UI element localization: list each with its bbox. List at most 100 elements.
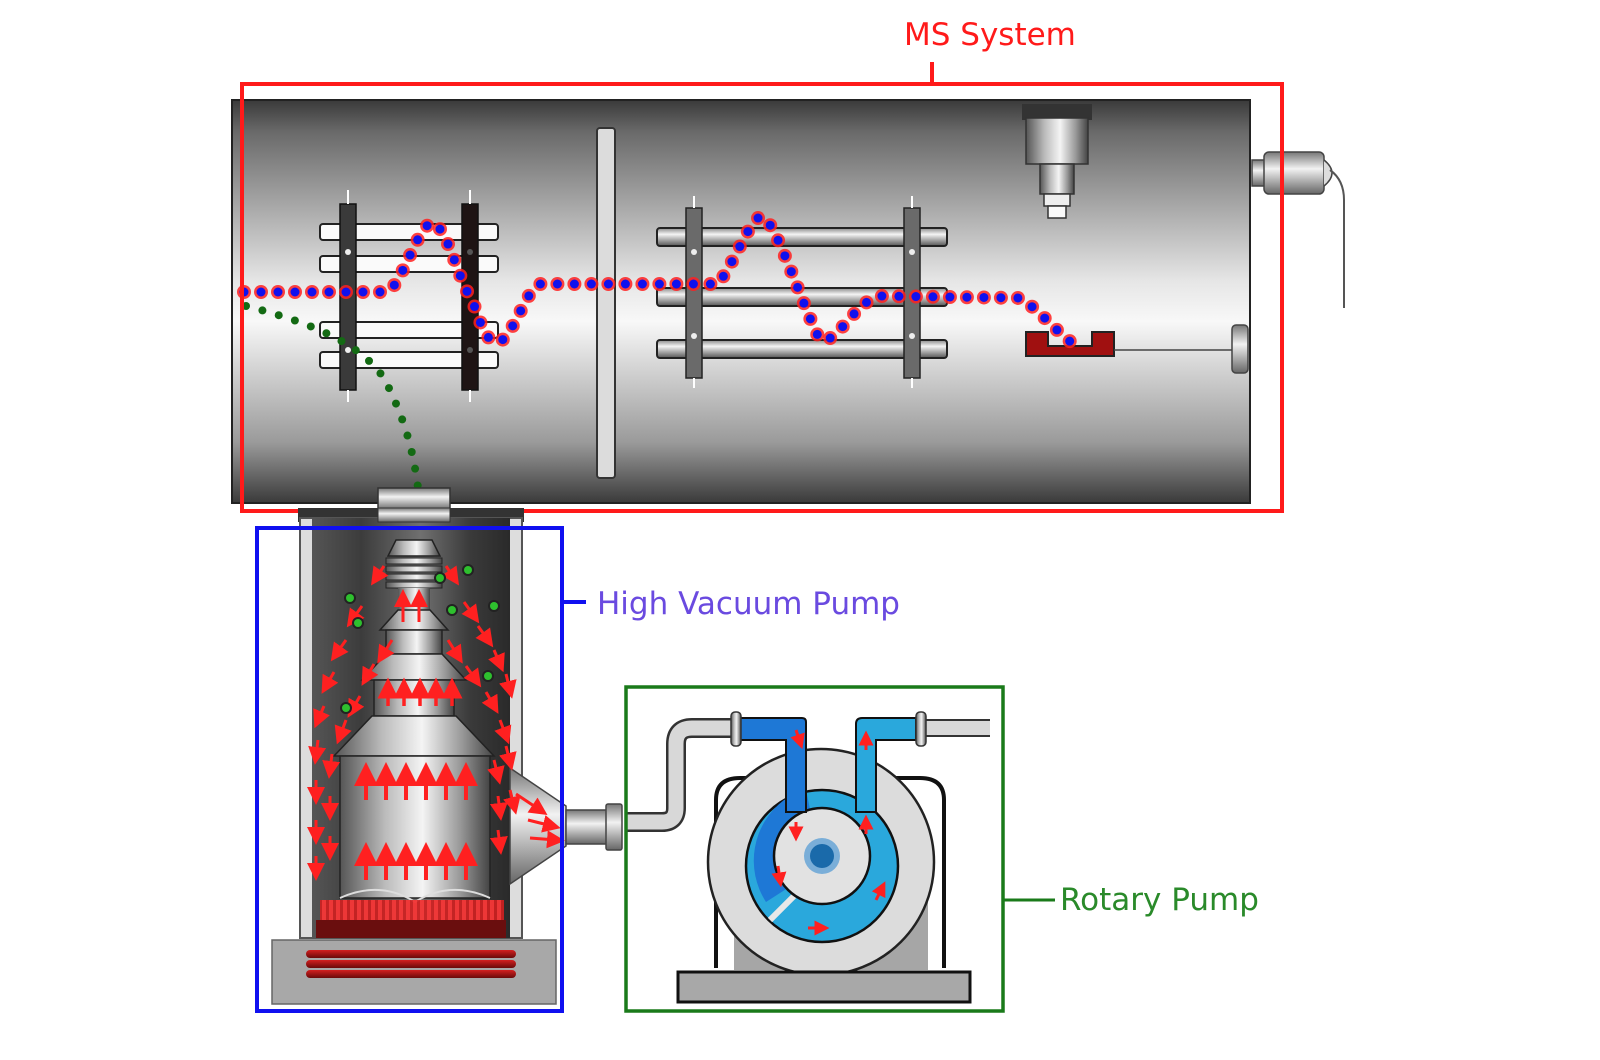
ion-dot <box>780 251 790 261</box>
ion-dot <box>535 279 545 289</box>
ion-dot <box>654 279 664 289</box>
neutral-dot <box>258 306 267 315</box>
ion-dot <box>727 257 737 267</box>
ion-dot <box>1040 313 1050 323</box>
ion-dot <box>498 335 508 345</box>
ion-dot <box>718 271 728 281</box>
flow-arrow <box>488 649 505 673</box>
flow-arrow <box>489 829 508 855</box>
neutral-dot <box>403 431 412 440</box>
flow-arrow <box>463 665 482 688</box>
ion-dot <box>911 292 921 302</box>
neutral-dot <box>407 448 416 457</box>
ion-dot <box>945 292 955 302</box>
oil-diffusion-pump <box>271 507 623 1005</box>
heater-fin <box>462 900 466 920</box>
heater-fin <box>385 900 389 920</box>
ion-dot <box>620 279 630 289</box>
flow-arrow <box>321 671 339 694</box>
foreline-outlet <box>509 766 623 886</box>
flow-arrow <box>487 759 505 785</box>
flow-arrow <box>445 639 463 664</box>
rotary-pump-callout: Rotary Pump <box>624 685 1259 1013</box>
neutral-dot <box>384 384 393 393</box>
ion-dot <box>877 291 887 301</box>
heater-fin <box>420 900 424 920</box>
ion-dot <box>786 267 796 277</box>
gas-molecule <box>484 672 492 680</box>
ion-beam-trajectory <box>237 211 1077 349</box>
ms-vacuum-chamber <box>231 99 1345 511</box>
ion-dot <box>799 298 809 308</box>
top-detector-housing <box>1022 104 1092 219</box>
ion-dot <box>508 321 518 331</box>
ion-dot <box>358 287 368 297</box>
heater-fin <box>399 900 403 920</box>
ion-dot <box>773 235 783 245</box>
right-bottom-feedthrough <box>1231 324 1249 374</box>
flow-arrow <box>334 719 352 745</box>
ion-dot <box>765 220 775 230</box>
ion-dot <box>753 213 763 223</box>
ion-dot <box>443 239 453 249</box>
heater-fin <box>322 900 326 920</box>
ion-dot <box>516 306 526 316</box>
heater-fin <box>406 900 410 920</box>
ion-dot <box>586 279 596 289</box>
gas-molecule <box>436 574 444 582</box>
flow-arrow <box>322 753 341 779</box>
gas-molecules <box>340 564 500 714</box>
boiler-heater <box>271 900 557 1005</box>
neutral-dot <box>322 329 331 338</box>
ion-dot <box>812 329 822 339</box>
heater-fin <box>476 900 480 920</box>
ion-dot <box>435 224 445 234</box>
ion-dot <box>1027 302 1037 312</box>
vapor-flow-arrows <box>307 565 565 881</box>
flow-arrow <box>529 830 565 849</box>
heater-fin <box>469 900 473 920</box>
neutral-dot <box>351 346 360 355</box>
slit-plate <box>596 127 616 479</box>
ion-dot <box>422 221 432 231</box>
ion-dot <box>637 279 647 289</box>
ion-dot <box>928 292 938 302</box>
heater-fin <box>441 900 445 920</box>
flow-arrow <box>371 565 389 586</box>
ion-dot <box>273 287 283 297</box>
rotary-pump-label: Rotary Pump <box>1060 882 1259 918</box>
flow-arrow <box>499 673 517 699</box>
ion-dot <box>375 287 385 297</box>
right-top-feedthrough <box>1251 151 1345 308</box>
flow-arrow <box>346 605 365 628</box>
ion-dot <box>469 302 479 312</box>
ion-dot <box>290 287 300 297</box>
ion-dot <box>455 271 465 281</box>
heater-fin <box>434 900 438 920</box>
heater-fin <box>336 900 340 920</box>
ion-dot <box>1052 325 1062 335</box>
flow-arrow <box>347 695 365 718</box>
flow-arrow <box>330 639 349 662</box>
gas-molecule <box>464 566 472 574</box>
heater-fin <box>497 900 501 920</box>
flow-arrow <box>499 745 517 771</box>
ion-dot <box>1065 336 1075 346</box>
ion-dot <box>324 287 334 297</box>
gas-molecule <box>490 602 498 610</box>
ion-dot <box>996 293 1006 303</box>
ion-dot <box>603 279 613 289</box>
ion-dot <box>449 255 459 265</box>
ion-dot <box>793 282 803 292</box>
ion-dot <box>743 227 753 237</box>
heater-fin <box>483 900 487 920</box>
high-vacuum-pump-callout: High Vacuum Pump <box>255 526 900 1013</box>
heater-fin <box>329 900 333 920</box>
flow-arrow <box>481 691 499 714</box>
heater-fin <box>350 900 354 920</box>
pump-port-flange <box>377 487 451 511</box>
ion-dot <box>398 265 408 275</box>
neutral-dot <box>337 337 346 346</box>
ion-dot <box>256 287 266 297</box>
ion-dot <box>405 250 415 260</box>
